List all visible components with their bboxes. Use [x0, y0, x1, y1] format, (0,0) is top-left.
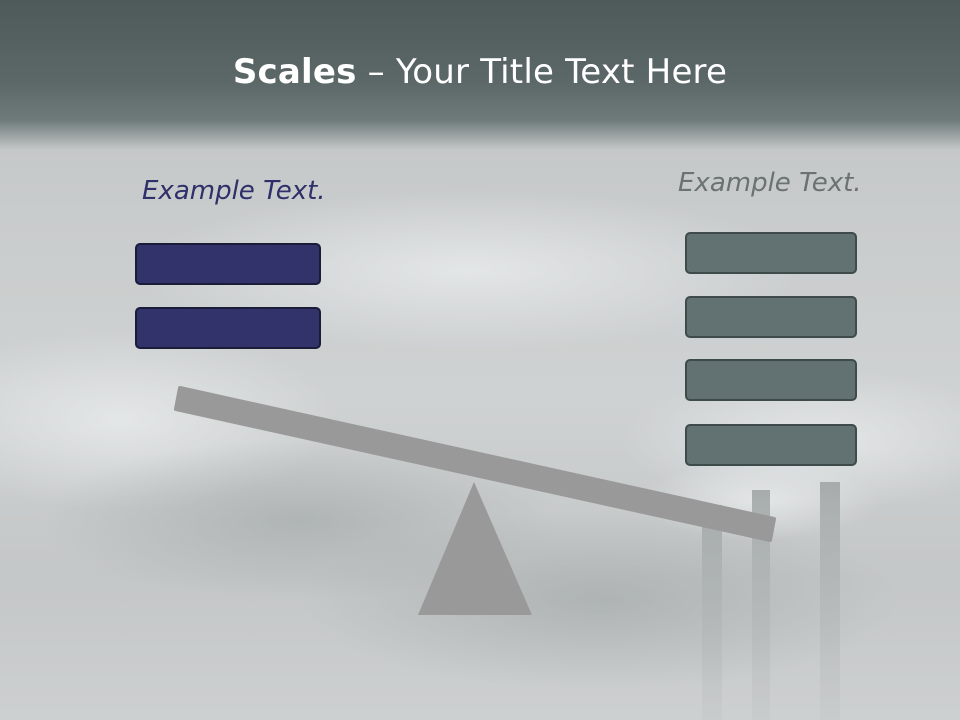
right-weight-box-3: [685, 359, 857, 401]
right-weight-box-2: [685, 296, 857, 338]
slide-title: Scales – Your Title Text Here: [0, 52, 960, 92]
left-weight-box-1: [135, 243, 321, 285]
right-weight-box-4: [685, 424, 857, 466]
right-label: Example Text.: [678, 168, 862, 198]
right-weight-box-1: [685, 232, 857, 274]
title-band: [0, 0, 960, 150]
title-rest-part: – Your Title Text Here: [356, 52, 728, 92]
triangle-fulcrum-icon: [418, 482, 532, 615]
title-bold-part: Scales: [232, 52, 357, 92]
left-label: Example Text.: [142, 176, 326, 206]
seesaw-beam: [174, 386, 776, 542]
left-weight-box-2: [135, 307, 321, 349]
